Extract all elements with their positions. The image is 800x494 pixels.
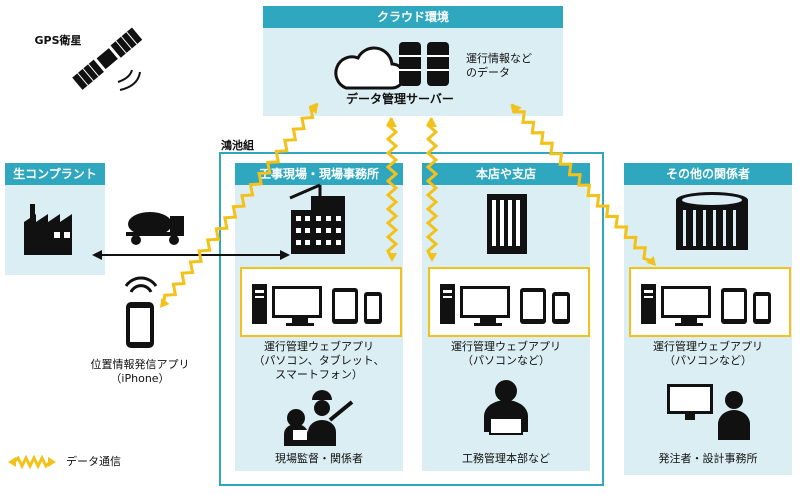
satellite-label: GPS衛星 xyxy=(34,34,82,47)
cloud-icon xyxy=(334,46,406,90)
cloud-note-line1: 運行情報など xyxy=(466,52,532,65)
data-link-others-arrowhead xyxy=(646,255,656,266)
office-worker-icon xyxy=(484,380,528,435)
data-link-hq xyxy=(425,117,439,259)
cloud-note-line2: のデータ xyxy=(466,66,510,79)
supervisor-icon xyxy=(284,390,354,446)
data-link-site xyxy=(385,117,399,259)
site-app-line3: スマートフォン） xyxy=(275,368,363,381)
factory-icon xyxy=(24,204,72,255)
others-devices-icon xyxy=(641,284,771,326)
data-link-site-arrowhead xyxy=(387,118,397,127)
plant-title: 生コンプラント xyxy=(5,163,105,185)
smartphone-icon xyxy=(124,276,158,348)
data-link-others xyxy=(510,103,652,263)
hq-devices-icon xyxy=(440,284,570,326)
hq-app-line1: 運行管理ウェブアプリ xyxy=(451,340,561,353)
site-title: 工事現場・現場事務所 xyxy=(235,163,403,185)
hq-title: 本店や支店 xyxy=(422,163,590,185)
satellite-icon xyxy=(72,27,143,91)
delivery-arrow-icon xyxy=(92,250,290,260)
others-app-line1: 運行管理ウェブアプリ xyxy=(653,340,763,353)
company-frame xyxy=(219,152,604,486)
office-building-icon xyxy=(487,194,527,254)
others-app-line2: （パソコンなど） xyxy=(664,354,752,367)
others-person-label: 発注者・設計事務所 xyxy=(658,452,758,465)
server-label: データ管理サーバー xyxy=(346,92,454,106)
database-icon xyxy=(399,42,449,86)
plant-app-line2: （iPhone） xyxy=(110,372,170,385)
data-link-plant-arrowhead xyxy=(308,104,318,115)
others-title: その他の関係者 xyxy=(624,163,792,185)
cloud-title: クラウド環境 xyxy=(263,6,563,28)
data-link-hq-arrowhead xyxy=(427,253,437,262)
data-link-plant xyxy=(162,102,319,304)
client-person-icon xyxy=(667,384,750,440)
site-app-line2: （パソコン、タブレット、 xyxy=(253,354,385,367)
legend-label: データ通信 xyxy=(66,455,121,468)
hq-person-label: 工務管理本部など xyxy=(462,452,550,465)
mixer-truck-icon xyxy=(126,212,184,245)
company-label: 鴻池組 xyxy=(221,139,254,152)
site-app-line1: 運行管理ウェブアプリ xyxy=(264,340,374,353)
site-devices-icon xyxy=(252,284,382,326)
cloud-panel: クラウド環境 xyxy=(263,6,563,116)
data-link-site-arrowhead xyxy=(387,253,397,262)
data-link-others-arrowhead xyxy=(512,104,522,115)
construction-building-icon xyxy=(289,183,345,254)
data-link-hq-arrowhead xyxy=(427,118,437,127)
legend-link-sample xyxy=(12,454,52,470)
site-person-label: 現場監督・関係者 xyxy=(275,452,363,465)
round-building-icon xyxy=(676,192,748,250)
plant-app-line1: 位置情報発信アプリ xyxy=(90,358,190,371)
hq-app-line2: （パソコンなど） xyxy=(462,354,550,367)
data-link-plant-arrowhead xyxy=(160,297,170,308)
